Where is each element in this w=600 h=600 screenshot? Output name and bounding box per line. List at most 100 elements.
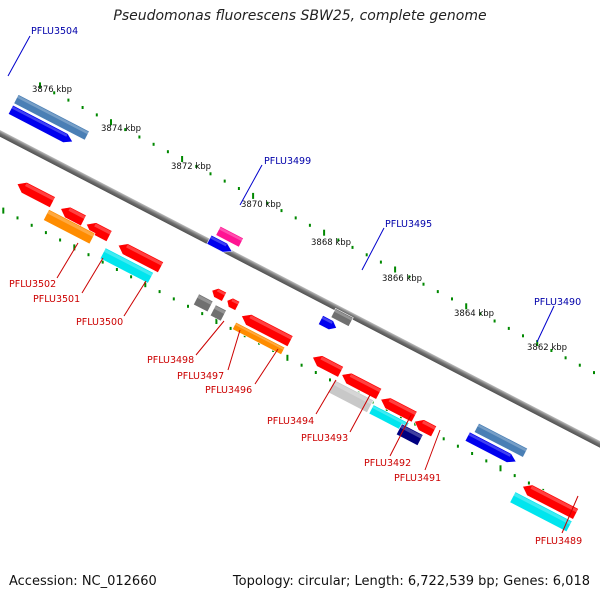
gene-highlight [103, 248, 154, 277]
gene-label-pflu3497[interactable]: PFLU3497 [177, 371, 224, 382]
gene-highlight [249, 315, 293, 340]
gene-block-pflu3493-b[interactable] [327, 379, 375, 414]
tick-mark [223, 179, 226, 183]
gene-label-pflu3500[interactable]: PFLU3500 [76, 317, 123, 328]
tick-mark [229, 326, 232, 330]
gene-label-pflu3491[interactable]: PFLU3491 [394, 473, 441, 484]
tick-mark [564, 356, 567, 360]
gene-block-pflu3495-b[interactable] [317, 314, 338, 331]
gene-block-pflu3495[interactable] [330, 307, 354, 327]
gene-highlight [349, 374, 382, 393]
tick-mark [499, 465, 502, 472]
tick-label: 3866 kbp [382, 274, 422, 284]
tick-mark [479, 312, 482, 316]
gene-label-pflu3495[interactable]: PFLU3495 [385, 219, 432, 230]
tick-mark [30, 223, 33, 227]
gene-highlight [126, 244, 164, 266]
gene-block-pflu3499[interactable] [215, 225, 244, 248]
gene-label-pflu3492[interactable]: PFLU3492 [364, 458, 411, 469]
gene-block-pflu3491-a[interactable] [413, 419, 438, 438]
tick-mark [493, 319, 496, 323]
gene-block-pflu3492-a[interactable] [380, 397, 418, 423]
tick-mark [436, 290, 439, 294]
tick-mark [286, 354, 289, 361]
gene-block-pflu3501[interactable] [42, 208, 96, 245]
tick-mark [53, 91, 56, 95]
gene-highlight [530, 485, 579, 513]
tick-mark [280, 209, 283, 213]
callout-line [315, 379, 337, 415]
tick-mark [16, 216, 19, 220]
gene-label-pflu3496[interactable]: PFLU3496 [205, 385, 252, 396]
gene-label-pflu3499[interactable]: PFLU3499 [264, 156, 311, 167]
tick-mark [252, 192, 255, 199]
callout-line [349, 394, 371, 433]
gene-highlight [422, 420, 437, 430]
tick-mark [507, 326, 510, 330]
tick-mark [172, 297, 175, 301]
gene-block-pflu3498-a[interactable] [211, 287, 228, 302]
gene-block-pflu3502-c[interactable] [85, 222, 113, 243]
gene-block-pflu3502-a[interactable] [16, 181, 56, 209]
tick-mark [130, 275, 133, 279]
gene-label-pflu3494[interactable]: PFLU3494 [267, 416, 314, 427]
gene-label-pflu3501[interactable]: PFLU3501 [33, 294, 80, 305]
gene-highlight [16, 95, 89, 135]
gene-block-pflu3489-a[interactable] [522, 484, 580, 520]
gene-block-pflu3498-b[interactable] [226, 297, 241, 311]
gene-features [7, 94, 580, 533]
gene-label-pflu3490[interactable]: PFLU3490 [534, 297, 581, 308]
gene-block-pflu3490-a[interactable] [473, 422, 529, 458]
tick-mark [442, 437, 445, 441]
tick-mark [115, 268, 118, 271]
gene-highlight [234, 323, 285, 350]
gene-block-pflu3496-a[interactable] [241, 314, 294, 348]
tick-mark [527, 481, 530, 485]
gene-label-pflu3493[interactable]: PFLU3493 [301, 433, 348, 444]
gene-block-pflu3491-b[interactable] [395, 423, 424, 447]
gene-label-pflu3489[interactable]: PFLU3489 [535, 536, 582, 547]
gene-highlight [399, 424, 423, 439]
tick-label: 3872 kbp [171, 162, 211, 172]
tick-mark [237, 187, 240, 190]
callout-line [56, 242, 79, 279]
gene-block-pflu3490-b[interactable] [464, 431, 517, 463]
gene-block-pflu3493-a[interactable] [341, 372, 383, 400]
tick-mark [138, 135, 141, 139]
gene-block-pflu3500-b[interactable] [99, 247, 155, 284]
callout-line [424, 429, 441, 471]
tick-mark [451, 297, 453, 301]
gene-highlight [388, 398, 417, 416]
gene-block-pflu3499-b[interactable] [206, 234, 233, 253]
tick-mark [59, 238, 62, 242]
gene-label-pflu3498[interactable]: PFLU3498 [147, 355, 194, 366]
gene-block-pflu3489-b[interactable] [509, 491, 573, 533]
callout-line [81, 257, 104, 294]
tick-label: 3868 kbp [311, 238, 351, 248]
gene-block-pflu3500-a[interactable] [117, 243, 165, 274]
gene-block-pflu3498-c[interactable] [192, 293, 214, 313]
tick-mark [300, 363, 303, 367]
tick-mark [422, 282, 425, 286]
tick-mark [365, 253, 368, 257]
callout-line [561, 495, 579, 534]
gene-highlight [218, 227, 244, 242]
gene-highlight [320, 356, 344, 371]
tick-mark [351, 245, 354, 249]
gene-highlight [25, 183, 55, 201]
gene-highlight [477, 424, 528, 452]
tick-mark [124, 128, 127, 132]
gene-block-pflu3494[interactable] [312, 355, 345, 378]
gene-block-pflu3504-b[interactable] [7, 104, 74, 143]
tick-mark [209, 172, 212, 176]
accession-text: Accession: NC_012660 [9, 574, 157, 589]
gene-block-pflu3497[interactable] [209, 304, 227, 322]
gene-block-pflu3504-a[interactable] [13, 94, 90, 141]
gene-highlight [68, 207, 86, 220]
gene-block-pflu3496-b[interactable] [231, 321, 286, 356]
gene-highlight [371, 405, 409, 427]
callout-line [361, 227, 385, 271]
gene-label-pflu3504[interactable]: PFLU3504 [31, 26, 78, 37]
gene-label-pflu3502[interactable]: PFLU3502 [9, 279, 56, 290]
